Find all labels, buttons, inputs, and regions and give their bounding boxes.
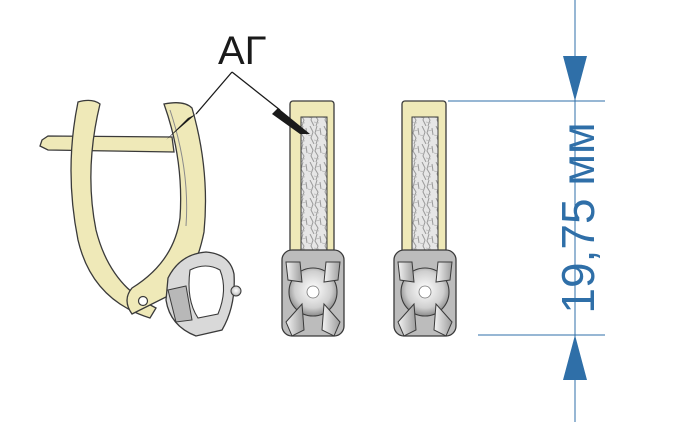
hinge-icon xyxy=(137,295,149,307)
dimension-arrow-bottom-icon xyxy=(563,335,587,380)
annotation: АГ xyxy=(166,29,310,140)
earring-front-view-2 xyxy=(393,100,457,337)
earring-side-view xyxy=(39,99,242,337)
dimension-arrow-top-icon xyxy=(563,56,587,101)
leader-arrow-front-icon xyxy=(272,108,310,134)
annotation-label: АГ xyxy=(218,29,266,73)
leader-line-side xyxy=(195,71,233,115)
gem-side-icon xyxy=(230,285,242,297)
dimension: 19,75 мм xyxy=(448,0,605,422)
earring-front-view-1 xyxy=(281,100,345,337)
dimension-value: 19,75 мм xyxy=(552,122,604,313)
leader-line-front xyxy=(231,71,281,111)
earring-pin xyxy=(39,135,175,153)
leader-arrow-side-icon xyxy=(166,114,196,140)
